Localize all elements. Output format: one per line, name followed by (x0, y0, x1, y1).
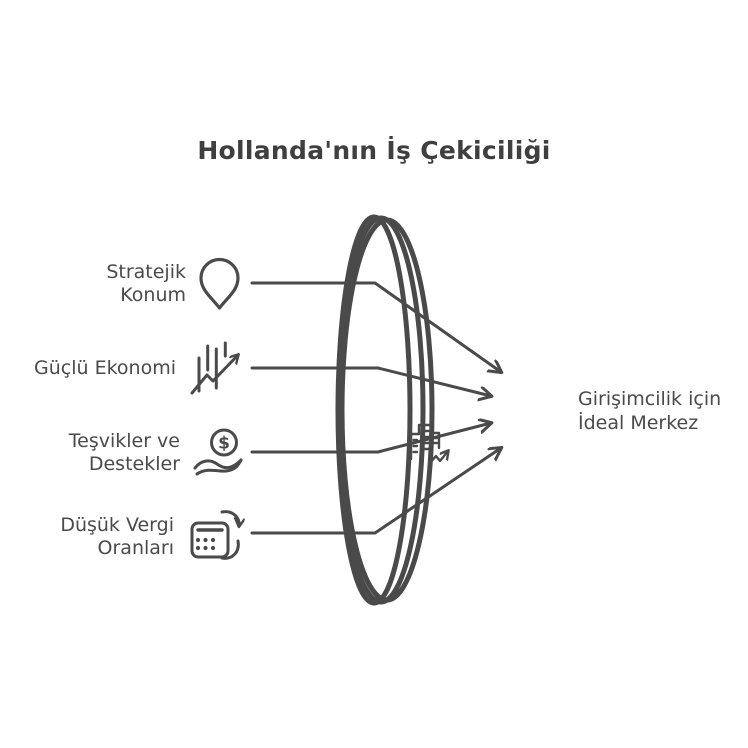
feature-label-strategic-location: Stratejik Konum (106, 261, 186, 306)
feature-label-strong-economy: Güçlü Ekonomi (34, 356, 176, 379)
ray-low-tax (250, 448, 501, 535)
page-title: Hollanda'nın İş Çekiciliği (197, 136, 551, 165)
mini-growth-arrow (428, 451, 448, 465)
cycle-arc-bottom (220, 539, 240, 560)
building-windows (412, 429, 430, 454)
lens-shape (335, 214, 435, 606)
feature-item-low-tax: Düşük Vergi Oranları (60, 508, 245, 566)
location-pin-icon (199, 257, 240, 310)
hand-stroke-bottom (195, 458, 243, 476)
feature-label-incentives: Teşvikler ve Destekler (68, 430, 180, 475)
outcome-label: Girişimcilik için İdeal Merkez (578, 388, 722, 434)
ray-incentives (250, 423, 491, 454)
ray-strong-economy (250, 366, 491, 396)
dollar-coin-hand-icon: $ (193, 428, 243, 476)
feature-label-low-tax: Düşük Vergi Oranları (60, 514, 174, 559)
calculator-keys (195, 537, 216, 551)
calculator-body (190, 521, 230, 559)
cycle-arrow-top (220, 510, 239, 526)
chart-trend-arrow (190, 355, 238, 395)
calculator-cycle-icon (190, 510, 245, 560)
connector-rays (250, 281, 501, 535)
chart-bars (197, 341, 227, 393)
building-outline (409, 423, 434, 461)
lens-ellipse-mid (336, 215, 426, 605)
dollar-symbol: $ (218, 434, 230, 454)
coin-circle (210, 428, 238, 457)
building-growth-icon (409, 423, 448, 465)
feature-item-incentives: Teşvikler ve Destekler $ (69, 428, 245, 478)
feature-item-strong-economy: Güçlü Ekonomi (34, 339, 245, 397)
ray-strategic-location (250, 281, 501, 372)
feature-item-strategic-location: Stratejik Konum (106, 257, 245, 311)
lens-ellipse-back (339, 217, 435, 603)
growth-chart-icon (190, 341, 245, 395)
hand-stroke-top (193, 458, 243, 470)
